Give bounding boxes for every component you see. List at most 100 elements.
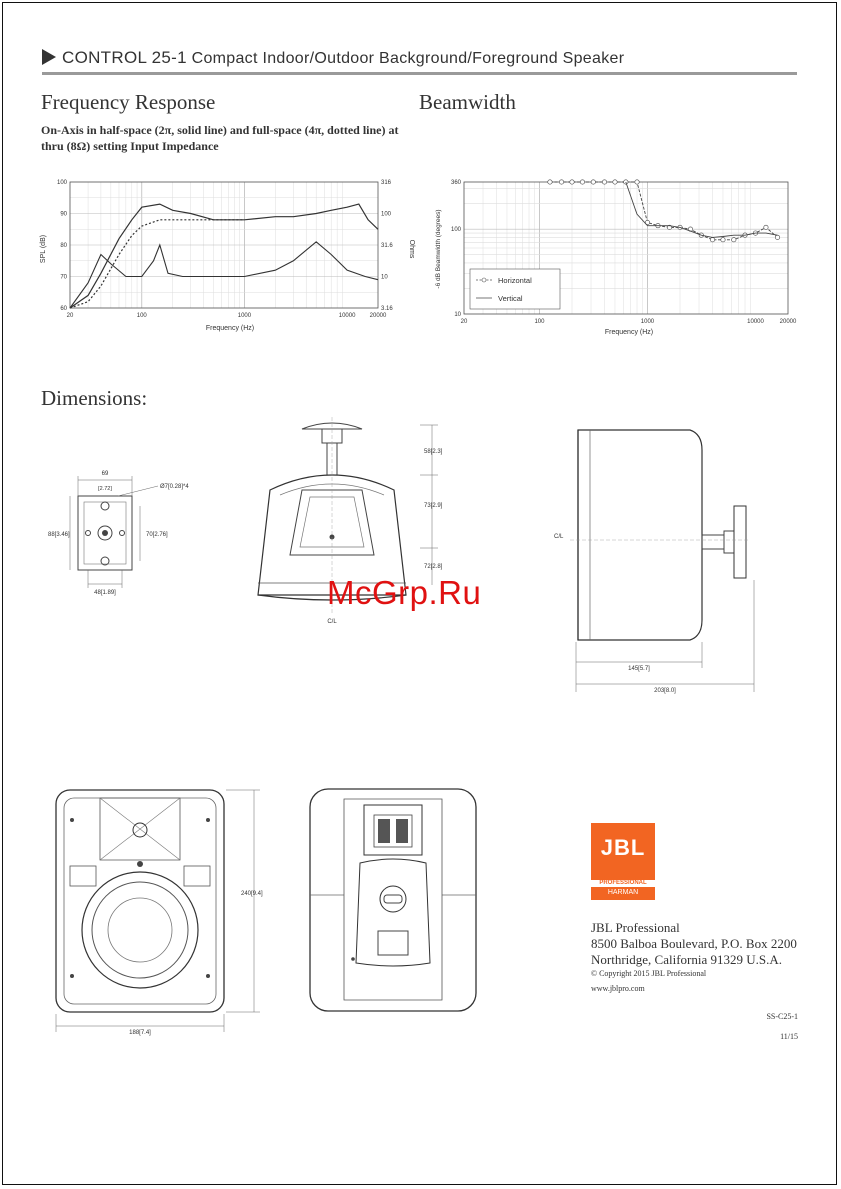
- bw-xtick: 100: [534, 319, 545, 325]
- side-view-drawing: C/L 145[5.7] 203[8.0]: [554, 429, 755, 694]
- contact-address2: Northridge, California 91329 U.S.A.: [591, 952, 783, 967]
- fr-grid: [69, 181, 378, 309]
- bracket-drawing: 69 [2.72] Ø7[0.28]*4 88[3.46] 70[2.76] 4…: [48, 471, 189, 596]
- dim-d73a: 73[2.9]: [424, 503, 443, 509]
- doc-date: 11/15: [780, 1032, 798, 1041]
- bw-ytick: 360: [451, 180, 462, 186]
- bw-point: [579, 179, 585, 185]
- bw-series-vertical: [625, 181, 778, 238]
- beamwidth-heading: Beamwidth: [419, 90, 516, 114]
- contact-website: www.jblpro.com: [591, 984, 645, 993]
- dim-w69: 69: [102, 471, 109, 477]
- fr-ytick: 70: [60, 275, 67, 281]
- front-view-drawing: 240[9.4] 188[7.4]: [55, 789, 263, 1036]
- dim-w69-in: [2.72]: [98, 486, 112, 492]
- bw-point: [775, 234, 781, 240]
- header-model: CONTROL 25-1: [62, 48, 187, 67]
- fr-ytick: 100: [57, 180, 68, 186]
- header-title: CONTROL 25-1 Compact Indoor/Outdoor Back…: [62, 48, 624, 68]
- fr-ytick: 90: [60, 212, 67, 218]
- dim-hole: Ø7[0.28]*4: [160, 484, 189, 490]
- bw-point: [569, 179, 575, 185]
- dim-d58: 58[2.3]: [424, 449, 443, 455]
- contact-copyright: © Copyright 2015 JBL Professional: [591, 969, 707, 978]
- dim-ca1: C/L: [327, 619, 337, 625]
- jbl-logo: JBL PROFESSIONAL HARMAN: [591, 823, 655, 900]
- bw-xtick: 20000: [780, 319, 797, 325]
- top-view-drawing: C/L 58[2.3] 73[2.9] 72[2.8]: [257, 417, 443, 625]
- bw-xtick: 20: [461, 319, 468, 325]
- dim-d145: 145[5.7]: [628, 666, 650, 672]
- bw-point: [559, 179, 565, 185]
- dim-h240: 240[9.4]: [241, 891, 263, 897]
- bw-point: [634, 179, 640, 185]
- dim-h88: 88[3.46]: [48, 532, 70, 538]
- bw-ytick: 100: [451, 227, 462, 233]
- bw-point: [731, 237, 737, 243]
- bw-xtick: 10000: [747, 319, 764, 325]
- bw-series-horizontal: [550, 181, 778, 241]
- bw-point: [720, 237, 726, 243]
- fr-y2tick: 10: [381, 275, 388, 281]
- bw-point: [710, 237, 716, 243]
- logo-harman: HARMAN: [607, 889, 639, 896]
- contact-address1: 8500 Balboa Boulevard, P.O. Box 2200: [591, 936, 797, 951]
- bw-series: [547, 179, 781, 243]
- legend-vertical: Vertical: [498, 294, 523, 303]
- bw-point: [612, 179, 618, 185]
- logo-professional: PROFESSIONAL: [591, 880, 655, 887]
- contact-company: JBL Professional: [591, 920, 680, 935]
- bw-point: [547, 179, 553, 185]
- fr-xtick: 10000: [339, 313, 356, 319]
- fr-y2tick: 100: [381, 212, 392, 218]
- fr-series-impedance: [69, 241, 379, 309]
- watermark: McGrp.Ru: [327, 574, 482, 611]
- fr-series: [69, 203, 379, 309]
- legend-horizontal: Horizontal: [498, 276, 532, 285]
- fr-xtick: 100: [137, 313, 148, 319]
- fr-xlabel: Frequency (Hz): [206, 325, 254, 332]
- fr-ytick: 80: [60, 243, 67, 249]
- bw-legend: Horizontal Vertical: [469, 268, 561, 310]
- contact-block: JBL Professional 8500 Balboa Boulevard, …: [591, 920, 797, 995]
- fr-series-dotted: [69, 219, 245, 309]
- dim-ca2: C/L: [554, 534, 564, 540]
- fr-ylabel: SPL (dB): [40, 235, 47, 263]
- bw-point: [602, 179, 608, 185]
- bw-ytick: 10: [454, 312, 461, 318]
- dim-d203: 203[8.0]: [654, 688, 676, 694]
- logo-brand: JBL: [600, 835, 646, 860]
- header-arrow-icon: [42, 49, 56, 65]
- fr-xtick: 1000: [238, 313, 252, 319]
- dim-h70: 70[2.76]: [146, 532, 168, 538]
- bw-point: [763, 224, 769, 230]
- fr-ytick: 60: [60, 306, 67, 312]
- header-rule: [42, 72, 797, 75]
- rear-view-drawing: [309, 788, 477, 1012]
- fr-xtick: 20000: [370, 313, 387, 319]
- legend-circle-icon: [481, 277, 487, 283]
- bw-point: [644, 219, 650, 225]
- frequency-response-subtitle: On-Axis in half-space (2π, solid line) a…: [41, 123, 399, 153]
- dim-w48: 48[1.89]: [94, 590, 116, 596]
- doc-number: SS-C25-1: [766, 1012, 798, 1021]
- bw-xlabel: Frequency (Hz): [605, 329, 653, 336]
- frequency-response-heading: Frequency Response: [41, 90, 216, 114]
- dim-d72: 72[2.8]: [424, 564, 443, 570]
- dim-w188: 188[7.4]: [129, 1030, 151, 1036]
- dimensions-heading: Dimensions:: [41, 386, 148, 410]
- bw-grid: [463, 181, 788, 315]
- fr-y2tick: 316: [381, 180, 392, 186]
- fr-y2tick: 31.6: [381, 243, 393, 249]
- fr-frame: [69, 181, 379, 309]
- fr-y2label: Ohms: [408, 240, 415, 259]
- bw-point: [590, 179, 596, 185]
- header-description: Compact Indoor/Outdoor Background/Foregr…: [191, 50, 625, 67]
- fr-xtick: 20: [67, 313, 74, 319]
- bw-ylabel: -6 dB Beamwidth (degrees): [435, 209, 442, 288]
